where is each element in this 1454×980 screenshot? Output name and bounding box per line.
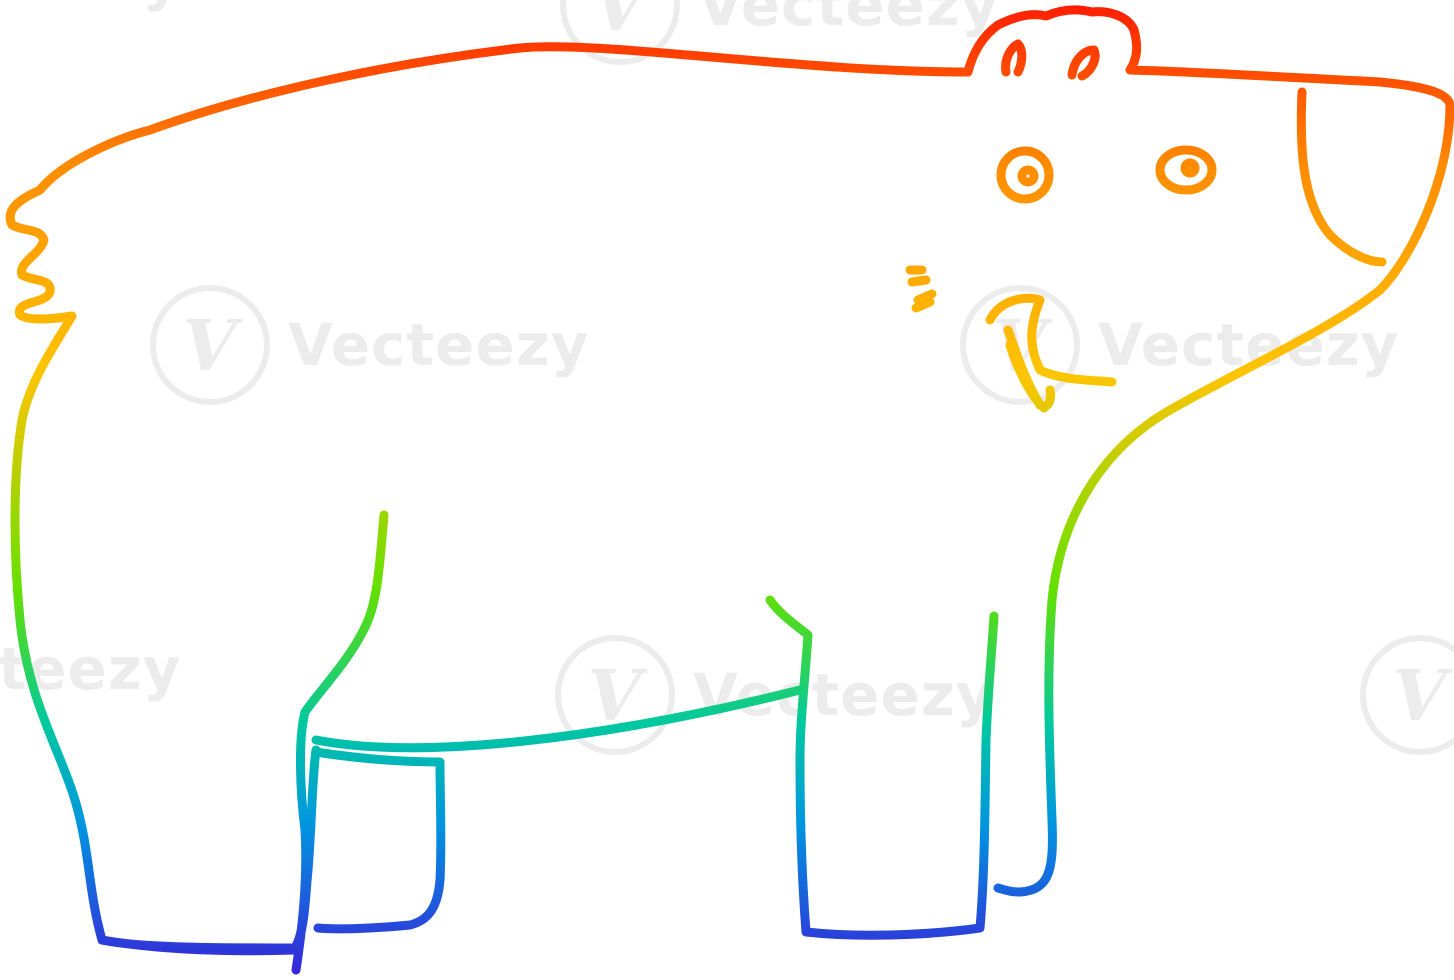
bear-ear-inner-left bbox=[1001, 39, 1027, 77]
bear-eye-right-pupil bbox=[1180, 158, 1200, 178]
bear-rear-leg-back bbox=[311, 747, 446, 934]
bear-eye-right bbox=[1155, 145, 1217, 195]
bear-tooth bbox=[1005, 340, 1049, 413]
bear-chest-outline bbox=[993, 100, 1454, 897]
bear-eye-left-pupil bbox=[1017, 165, 1039, 187]
bear-whisker-dots bbox=[905, 265, 937, 313]
bear-belly-outline bbox=[311, 685, 805, 753]
bear-back-outline bbox=[5, 42, 973, 956]
bear-eye-left bbox=[996, 146, 1054, 204]
bear-front-leg bbox=[765, 595, 999, 940]
bear-ear-inner-right bbox=[1067, 45, 1100, 81]
bear-rear-thigh bbox=[291, 510, 389, 975]
bear-muzzle bbox=[1296, 87, 1387, 267]
bear-rear-paw bbox=[97, 745, 321, 953]
bear-head-outline bbox=[963, 5, 1454, 110]
